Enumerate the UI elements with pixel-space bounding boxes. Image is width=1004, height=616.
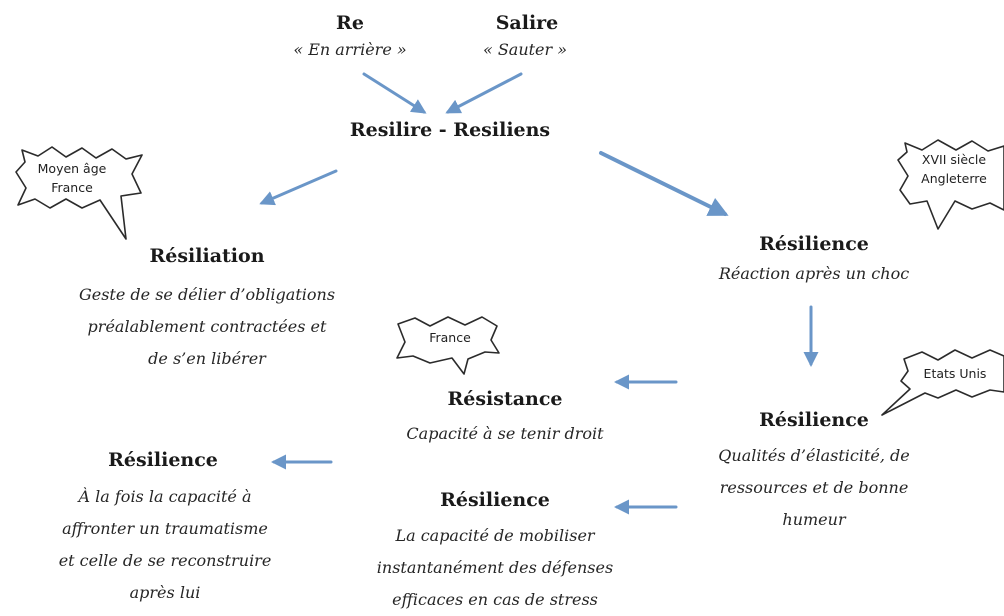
callout-cloud-xvii [897, 139, 1004, 230]
etym-re-meaning: « En arrière » [293, 40, 407, 59]
node-resiliation-def-line-2: préalablement contractées et [87, 317, 327, 336]
node-resilience-traumatisme-term: Résilience [108, 449, 218, 471]
node-resilience-mobiliser-def-line-3: efficaces en cas de stress [392, 590, 598, 609]
node-resilience-mobiliser-def: La capacité de mobiliser instantanément … [350, 520, 640, 616]
etym-salire-word: Salire [495, 12, 559, 34]
callout-xvii-line-1: XVII siècle [921, 152, 987, 167]
node-resilience-traumatisme-def: À la fois la capacité à affronter un tra… [20, 481, 310, 609]
node-resilience-choc-def: Réaction après un choc [694, 258, 934, 290]
node-resilience-mobiliser-def-line-2: instantanément des défenses [376, 558, 614, 577]
callout-cloud-france [396, 316, 500, 375]
callout-moyen-age-line-1: Moyen âge [37, 161, 107, 176]
node-resistance-def-line-1: Capacité à se tenir droit [406, 424, 604, 443]
node-resiliation-def-line-3: de s’en libérer [148, 349, 266, 368]
node-resilience-choc-def-line-1: Réaction après un choc [718, 264, 910, 283]
node-resilience-choc-term: Résilience [759, 233, 869, 255]
etym-re-word: Re [336, 12, 364, 34]
callout-etats-unis-line-1: Etats Unis [923, 366, 987, 381]
node-resilience-qualites-term: Résilience [759, 409, 869, 431]
node-resilience-traumatisme-def-line-3: et celle de se reconstruire [58, 551, 272, 570]
node-resiliation-def: Geste de se délier d’obligations préalab… [22, 279, 392, 375]
node-resiliation-term: Résiliation [149, 245, 265, 267]
callout-france: France [415, 328, 485, 347]
callout-france-line-1: France [429, 330, 471, 345]
arrow-salire-to-root [445, 72, 523, 114]
callout-xvii: XVII siècle Angleterre [908, 150, 1000, 188]
callout-moyen-age: Moyen âge France [26, 159, 118, 197]
etym-salire-meaning: « Sauter » [482, 40, 568, 59]
root-term: Resilire - Resiliens [349, 119, 551, 141]
callout-cloud-moyen-age [15, 146, 143, 240]
node-resistance-term: Résistance [447, 388, 563, 410]
arrow-root-to-resilience [599, 151, 729, 216]
callout-etats-unis: Etats Unis [912, 364, 998, 383]
node-resilience-traumatisme-def-line-1: À la fois la capacité à [78, 487, 252, 506]
node-resilience-qualites-def-line-1: Qualités d’élasticité, de [718, 446, 910, 465]
node-resilience-traumatisme-def-line-4: après lui [129, 583, 201, 602]
arrow-root-to-resiliation [259, 169, 338, 206]
node-resilience-mobiliser-term: Résilience [440, 489, 550, 511]
node-resilience-mobiliser-def-line-1: La capacité de mobiliser [395, 526, 595, 545]
arrow-re-to-root [362, 72, 427, 114]
node-resilience-qualites-def: Qualités d’élasticité, de ressources et … [694, 440, 934, 536]
callout-xvii-line-2: Angleterre [921, 171, 987, 186]
node-resilience-qualites-def-line-2: ressources et de bonne [719, 478, 909, 497]
node-resilience-qualites-def-line-3: humeur [782, 510, 846, 529]
node-resiliation-def-line-1: Geste de se délier d’obligations [78, 285, 336, 304]
callout-moyen-age-line-2: France [51, 180, 93, 195]
callout-cloud-etats-unis [881, 349, 1004, 416]
node-resistance-def: Capacité à se tenir droit [370, 418, 640, 450]
node-resilience-traumatisme-def-line-2: affronter un traumatisme [62, 519, 268, 538]
